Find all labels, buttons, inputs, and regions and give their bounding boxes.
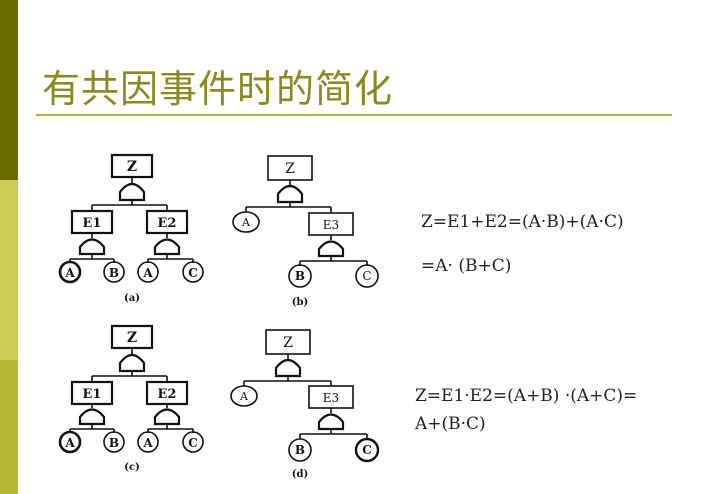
diagram-d [230, 329, 380, 463]
equation-top-line-1: Z=E1+E2=(A·B)+(A·C) [421, 212, 624, 232]
diagram-c-event-1: A [64, 436, 75, 450]
diagram-a-right-gate-label: E2 [158, 216, 177, 231]
diagram-b-top-label: Z [285, 161, 295, 177]
diagram-a-top-label: Z [127, 159, 137, 175]
diagram-a [58, 153, 204, 284]
diagram-c-event-2: B [109, 436, 119, 450]
diagram-b-gate-label: E3 [323, 218, 339, 232]
diagram-d-top-label: Z [283, 335, 293, 351]
equation-top-line-2: =A· (B+C) [421, 256, 512, 276]
equation-bottom-line-1: Z=E1·E2=(A+B) ·(A+C)= [415, 386, 638, 406]
equation-bottom-line-2: A+(B·C) [415, 414, 486, 434]
slide-sidebar [0, 0, 18, 494]
diagram-c-top-label: Z [127, 330, 137, 346]
diagram-d-event-left: A [239, 390, 249, 403]
title-underline [36, 114, 672, 116]
diagram-c-caption: (c) [124, 462, 140, 473]
diagram-b-event-left: A [241, 216, 251, 229]
diagram-d-event-2: C [362, 443, 372, 457]
diagram-a-event-1: A [64, 266, 75, 280]
diagram-a-event-4: C [188, 266, 198, 280]
diagram-a-event-2: B [109, 266, 119, 280]
diagram-c-event-3: A [142, 436, 153, 450]
diagram-c [58, 324, 204, 454]
diagram-c-right-gate-label: E2 [158, 387, 177, 402]
sidebar-dark-segment [0, 0, 18, 180]
diagram-a-caption: (a) [124, 293, 140, 304]
diagram-c-left-gate-label: E1 [83, 387, 102, 402]
slide-title: 有共因事件时的简化 [42, 67, 394, 111]
diagram-c-event-4: C [188, 436, 198, 450]
diagram-b-event-2: C [362, 269, 371, 283]
diagram-b [232, 155, 379, 288]
diagram-b-caption: (b) [292, 297, 308, 308]
diagram-a-left-gate-label: E1 [83, 216, 102, 231]
sidebar-mid-segment [0, 360, 18, 494]
diagram-a-event-3: A [142, 266, 153, 280]
diagram-b-event-1: B [295, 269, 305, 283]
sidebar-light-segment [0, 180, 18, 360]
diagram-d-caption: (d) [292, 469, 308, 480]
diagram-d-gate-label: E3 [323, 391, 339, 405]
diagram-d-event-1: B [295, 443, 305, 457]
